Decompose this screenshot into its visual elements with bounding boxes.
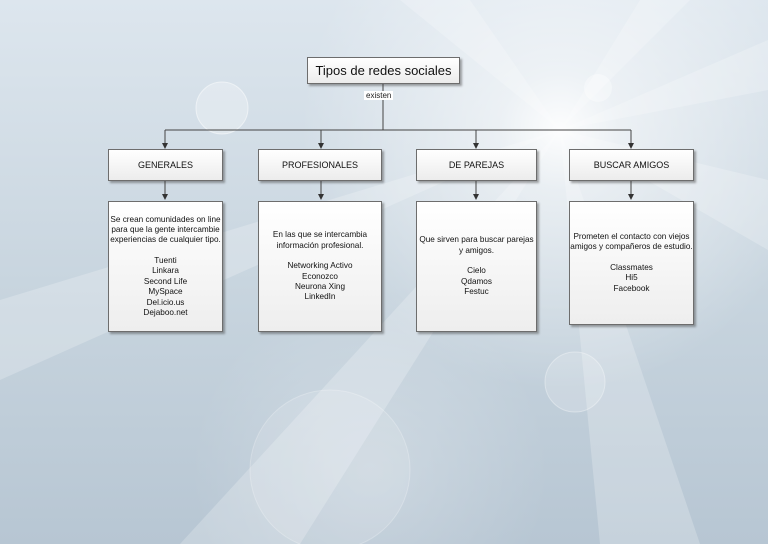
- description-profesionales[interactable]: En las que se intercambia información pr…: [258, 201, 382, 332]
- example-item: MySpace: [148, 287, 183, 297]
- example-item: Del.icio.us: [146, 297, 185, 307]
- example-item: Cielo: [467, 266, 486, 276]
- example-item: LinkedIn: [304, 292, 336, 302]
- category-label: PROFESIONALES: [281, 160, 359, 170]
- connector-label: existen: [364, 91, 394, 100]
- description-de-parejas[interactable]: Que sirven para buscar parejas y amigos.…: [416, 201, 537, 332]
- example-item: Facebook: [613, 283, 650, 293]
- description-text: Prometen el contacto con viejos amigos y…: [570, 231, 693, 252]
- example-item: Festuc: [464, 287, 489, 297]
- example-item: Linkara: [152, 266, 179, 276]
- description-generales[interactable]: Se crean comunidades on line para que la…: [108, 201, 223, 332]
- category-de-parejas[interactable]: DE PAREJAS: [416, 149, 537, 181]
- example-item: Classmates: [610, 262, 653, 272]
- root-node[interactable]: Tipos de redes sociales: [307, 57, 460, 84]
- example-item: Neurona Xing: [294, 281, 346, 291]
- category-label: GENERALES: [137, 160, 194, 170]
- example-item: Tuenti: [154, 255, 177, 265]
- category-label: BUSCAR AMIGOS: [593, 160, 670, 170]
- example-item: Econozco: [302, 271, 338, 281]
- description-buscar-amigos[interactable]: Prometen el contacto con viejos amigos y…: [569, 201, 694, 325]
- category-label: DE PAREJAS: [448, 160, 505, 170]
- example-item: Dejaboo.net: [143, 307, 188, 317]
- category-buscar-amigos[interactable]: BUSCAR AMIGOS: [569, 149, 694, 181]
- category-generales[interactable]: GENERALES: [108, 149, 223, 181]
- example-item: Networking Activo: [287, 261, 353, 271]
- root-title: Tipos de redes sociales: [315, 63, 452, 78]
- example-item: Second Life: [143, 276, 188, 286]
- description-text: Se crean comunidades on line para que la…: [110, 214, 221, 245]
- description-text: Que sirven para buscar parejas y amigos.: [419, 235, 534, 255]
- example-item: Hi5: [625, 273, 638, 283]
- description-text: En las que se intercambia información pr…: [272, 230, 368, 250]
- example-item: Qdamos: [461, 276, 492, 286]
- category-profesionales[interactable]: PROFESIONALES: [258, 149, 382, 181]
